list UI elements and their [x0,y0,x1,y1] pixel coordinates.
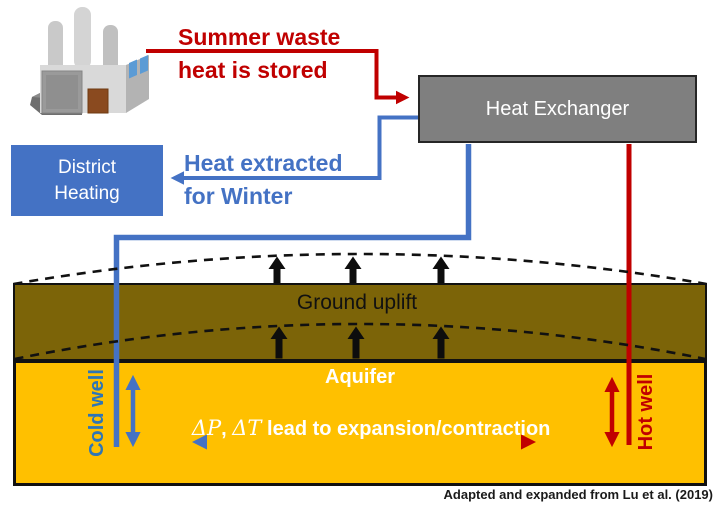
aquifer-equation-line: ΔP, ΔT lead to expansion/contraction [13,393,707,464]
hot-well-label: Hot well [635,373,657,451]
heat-exchanger-box: Heat Exchanger [418,75,697,143]
delta-t-symbol: ΔT [232,416,262,440]
surface-uplift-arrows [268,256,450,283]
attribution-text: Adapted and expanded from Lu et al. (201… [443,487,713,502]
delta-p-symbol: ΔP [191,416,222,440]
surface-uplift-dashed-line [13,252,707,286]
summer-flow-label: Summer waste heat is stored [178,24,341,83]
equation-separator: , [221,418,233,440]
equation-text: lead to expansion/contraction [261,418,551,440]
cold-well-label: Cold well [86,369,108,457]
aquifer-title: Aquifer [325,366,395,388]
district-heating-box: District Heating [11,145,163,216]
heat-exchanger-label: Heat Exchanger [485,97,630,120]
district-heating-label: District Heating [54,156,120,204]
winter-flow-label: Heat extracted for Winter [184,150,343,209]
factory-icon [30,7,149,115]
ground-uplift-label: Ground uplift [296,291,418,314]
